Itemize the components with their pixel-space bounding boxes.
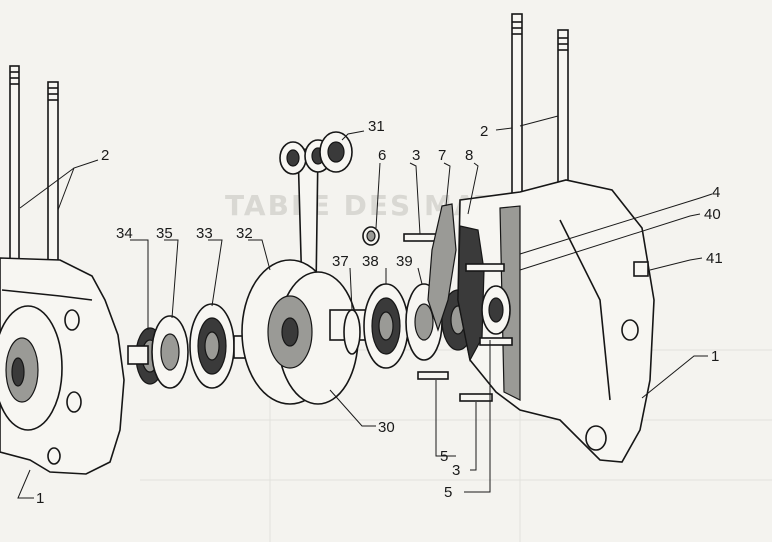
callout-5-upper: 5 [440,448,448,465]
background-bleed-through: TABLE DES MATIERES [140,189,772,542]
callout-41: 41 [706,250,723,267]
left-crankcase-half [0,65,125,475]
callout-3-top: 3 [412,147,420,164]
callout-31: 31 [368,118,385,135]
crankshaft-assembly [241,139,371,405]
bearing-38 [363,283,409,369]
callout-38: 38 [362,253,379,270]
callout-3-bottom: 3 [452,462,460,479]
callout-32: 32 [236,225,253,242]
callout-7: 7 [438,147,446,164]
callout-35: 35 [156,225,173,242]
callout-30: 30 [378,419,395,436]
studs [403,233,513,402]
callout-4: 4 [712,184,720,201]
callout-37: 37 [332,253,349,270]
callout-2-left: 2 [101,147,109,164]
callout-8: 8 [465,147,473,164]
ring-6 [362,226,380,246]
shim-37 [343,309,361,355]
spacer-35 [151,315,189,389]
callout-39: 39 [396,253,413,270]
callout-1-right: 1 [711,348,719,365]
callout-40: 40 [704,206,721,223]
right-crankcase-half [457,13,655,463]
gasket-7 [427,203,457,332]
leader-lines [17,115,713,499]
callout-2-right: 2 [480,123,488,140]
callout-33: 33 [196,225,213,242]
callout-34: 34 [116,225,133,242]
callout-6: 6 [378,147,386,164]
needle-cage-31 [319,131,353,173]
callout-1-left: 1 [36,490,44,507]
callout-5-lower: 5 [444,484,452,501]
callout-labels: 2 1 34 35 33 32 31 6 3 7 8 2 4 40 41 1 3… [36,118,723,507]
